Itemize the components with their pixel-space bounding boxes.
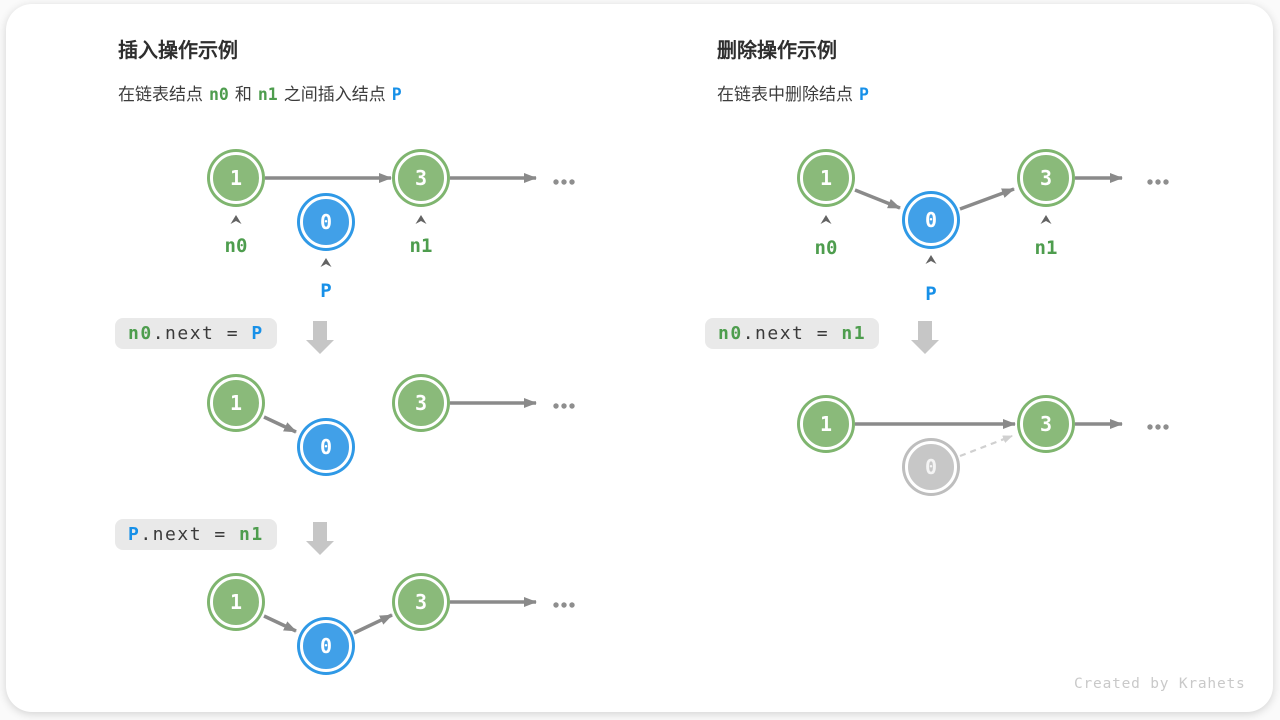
node-n1: 3 [395,377,447,429]
code-step-n0-next-n1: n0.next = n1 [705,318,880,349]
subtitle-text: 在链表中删除结点 [717,85,853,104]
node-n0: 1 [210,152,262,204]
code-token: P [251,323,264,344]
diagram-card [6,4,1273,712]
node-n0: 1 [800,152,852,204]
subtitle-token-p: P [859,85,869,104]
pointer-label-p: P [320,280,332,302]
delete-panel-title: 删除操作示例 [717,40,837,62]
node-p: 0 [300,196,352,248]
subtitle-token-n0: n0 [209,85,229,104]
code-token: .next = [742,323,842,344]
code-token: n1 [239,524,264,545]
pointer-label-n1: n1 [1034,237,1058,259]
pointer-label-n0: n0 [224,235,248,257]
code-step-p-next-n1: P.next = n1 [115,519,277,550]
code-token: n1 [841,323,867,344]
node-n1: 3 [1020,152,1072,204]
node-n1: 3 [395,152,447,204]
credit-watermark: Created by Krahets [1074,676,1246,692]
node-p-removed: 0 [905,441,957,493]
subtitle-token-n1: n1 [257,85,278,104]
code-token: P [128,524,141,545]
code-token: n0 [718,323,743,344]
subtitle-text: 之间插入结点 [283,85,386,104]
code-step-n0-next-p: n0.next = P [115,318,277,349]
code-token: .next = [140,524,240,545]
node-n0: 1 [210,377,262,429]
node-p: 0 [905,194,957,246]
code-token: .next = [152,323,252,344]
node-n0: 1 [800,398,852,450]
node-n1: 3 [395,576,447,628]
insert-panel-subtitle: 在链表结点 n0 和 n1 之间插入结点 P [118,80,408,105]
insert-panel-title: 插入操作示例 [118,40,238,62]
subtitle-token-p: P [391,85,402,104]
node-p: 0 [300,620,352,672]
node-n0: 1 [210,576,262,628]
code-token: n0 [128,323,153,344]
pointer-label-n1: n1 [409,235,433,257]
subtitle-text: 和 [234,85,252,104]
pointer-label-n0: n0 [814,237,838,259]
delete-panel-subtitle: 在链表中删除结点 P [717,80,875,105]
subtitle-text: 在链表结点 [118,85,203,104]
pointer-label-p: P [925,283,937,305]
node-p: 0 [300,421,352,473]
node-n1: 3 [1020,398,1072,450]
